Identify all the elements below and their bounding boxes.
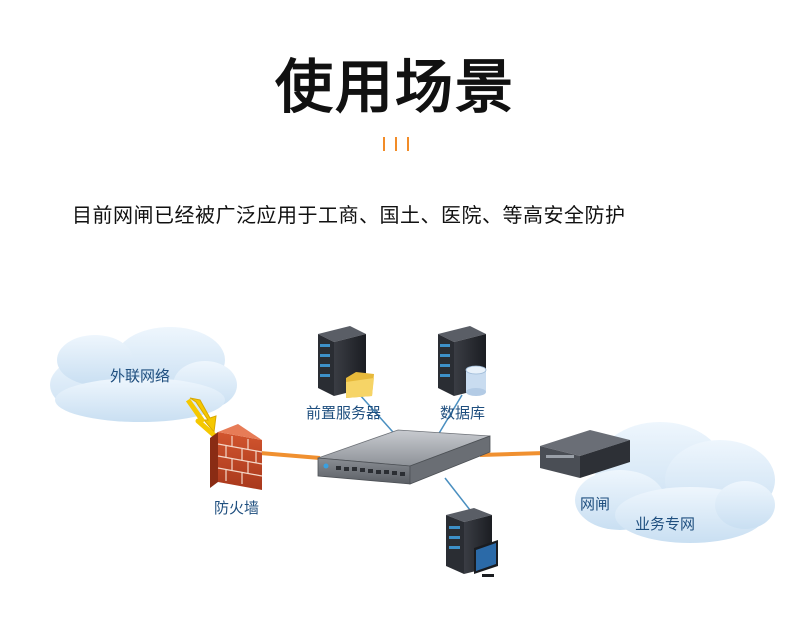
label-external-network: 外联网络 [110, 367, 171, 385]
workstation-icon [446, 508, 498, 577]
label-firewall: 防火墙 [214, 499, 260, 517]
title-underline-mark [383, 137, 409, 151]
label-database: 数据库 [440, 404, 486, 422]
label-business-network: 业务专网 [635, 515, 696, 533]
label-front-server: 前置服务器 [306, 404, 382, 422]
link-gatekeeper-outer [479, 451, 546, 457]
label-gatekeeper: 网闸 [580, 495, 611, 513]
page-title: 使用场景 [274, 53, 515, 121]
firewall-icon [210, 424, 263, 490]
external-network-cloud [50, 327, 237, 422]
front-server-icon [318, 326, 374, 398]
gatekeeper-device-icon [317, 429, 491, 485]
link-firewall-gatekeeper [259, 451, 321, 460]
database-server-icon [438, 326, 487, 396]
page-description: 目前网闸已经被广泛应用于工商、国土、医院、等高安全防护 [72, 203, 626, 227]
gatekeeper-box-icon [540, 430, 630, 478]
business-network-cloud [575, 422, 775, 543]
link-workstation [444, 477, 471, 511]
